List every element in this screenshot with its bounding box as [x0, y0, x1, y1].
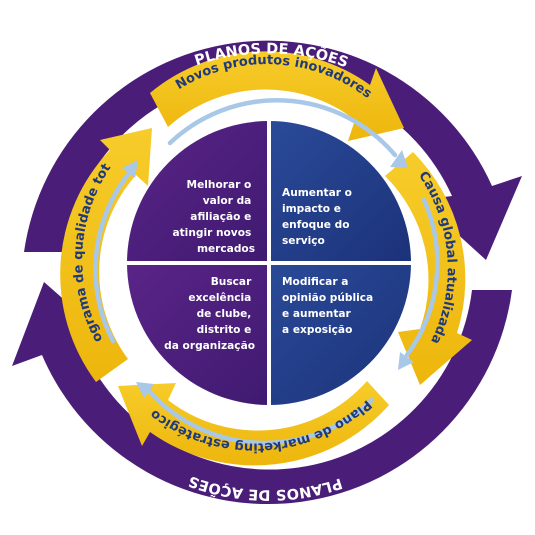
yellow-arrow-bottom	[118, 381, 389, 466]
outer-arrow-bottom	[12, 282, 512, 505]
quadrant-bottom-right	[269, 263, 411, 405]
inner-arrowhead-right	[398, 352, 414, 370]
yellow-arrow-right	[385, 152, 472, 385]
inner-arrow-top	[167, 98, 398, 158]
inner-arrow-bottom	[147, 389, 375, 446]
inner-arrowheads	[122, 150, 414, 398]
inner-cycle-arrows	[93, 98, 440, 446]
quadrant-top-left	[127, 121, 269, 263]
inner-arrowhead-bottom	[136, 382, 154, 398]
outer-ring	[12, 40, 522, 505]
inner-arrowhead-top	[390, 150, 408, 168]
quadrant-text-bottom-left: Buscar excelência de clube, distrito e d…	[164, 276, 255, 352]
inner-arrow-left	[93, 169, 133, 344]
outer-arrow-top	[24, 40, 522, 261]
middle-ring	[60, 51, 472, 466]
central-circle	[124, 118, 414, 408]
quadrant-text-bottom-right: Modificar a opinião pública e aumentar a…	[282, 276, 377, 336]
quadrant-top-right	[269, 121, 411, 263]
yellow-arrow-top	[150, 51, 404, 141]
quadrant-bottom-left	[127, 263, 269, 405]
inner-arrow-right	[404, 197, 440, 358]
yellow-arrow-left	[60, 128, 153, 382]
inner-arrowhead-left	[122, 160, 138, 178]
quadrant-text-top-left: Melhorar o valor da afiliação e atingir …	[172, 179, 255, 255]
quadrant-text-top-right: Aumentar o impacto e enfoque do serviço	[282, 187, 356, 247]
